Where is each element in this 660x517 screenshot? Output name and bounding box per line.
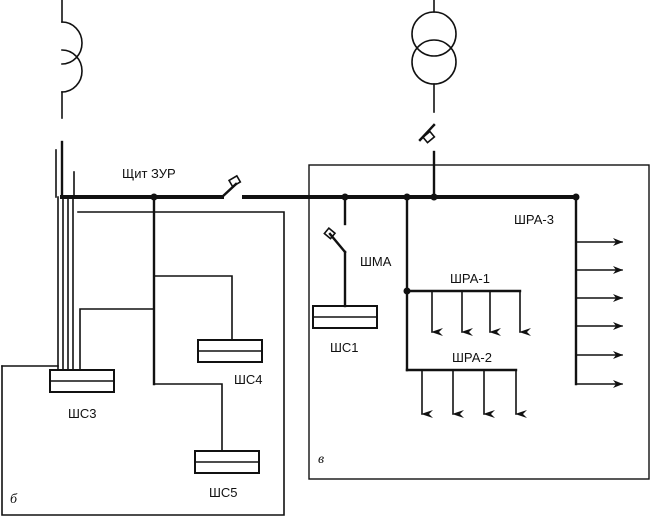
- shra1-bus: [405, 289, 531, 336]
- label-shra2: ШРА-2: [452, 350, 492, 365]
- left-feeder: [55, 140, 64, 199]
- shma-riser: [403, 195, 411, 372]
- left-transformer: [61, 0, 83, 119]
- cabinet-shs5: [194, 450, 260, 474]
- label-shma: ШМА: [360, 254, 392, 269]
- right-transformer: [411, 0, 457, 113]
- shs1-feeder: [323, 195, 347, 308]
- zone-v-frame: [308, 164, 650, 480]
- shra2-bus: [405, 368, 527, 418]
- transformer-breaker: [418, 123, 436, 199]
- cabinet-shs3: [49, 369, 115, 393]
- label-shs3: ШС3: [68, 406, 97, 421]
- zone-b-frame: [1, 211, 285, 516]
- left-branch-riser: [79, 195, 233, 452]
- shra3-bus: [574, 195, 623, 388]
- label-shs5: ШС5: [209, 485, 238, 500]
- label-shra3: ШРА-3: [514, 212, 554, 227]
- label-shs4: ШС4: [234, 372, 263, 387]
- cabinet-shs4: [197, 339, 263, 363]
- label-zone-v: в: [318, 452, 324, 467]
- cabinet-shs1: [312, 305, 378, 329]
- label-shs1: ШС1: [330, 340, 359, 355]
- shs3-cables: [1, 171, 75, 371]
- label-shra1: ШРА-1: [450, 271, 490, 286]
- label-panel: Щит ЗУР: [122, 166, 176, 181]
- label-zone-b: б: [10, 492, 18, 507]
